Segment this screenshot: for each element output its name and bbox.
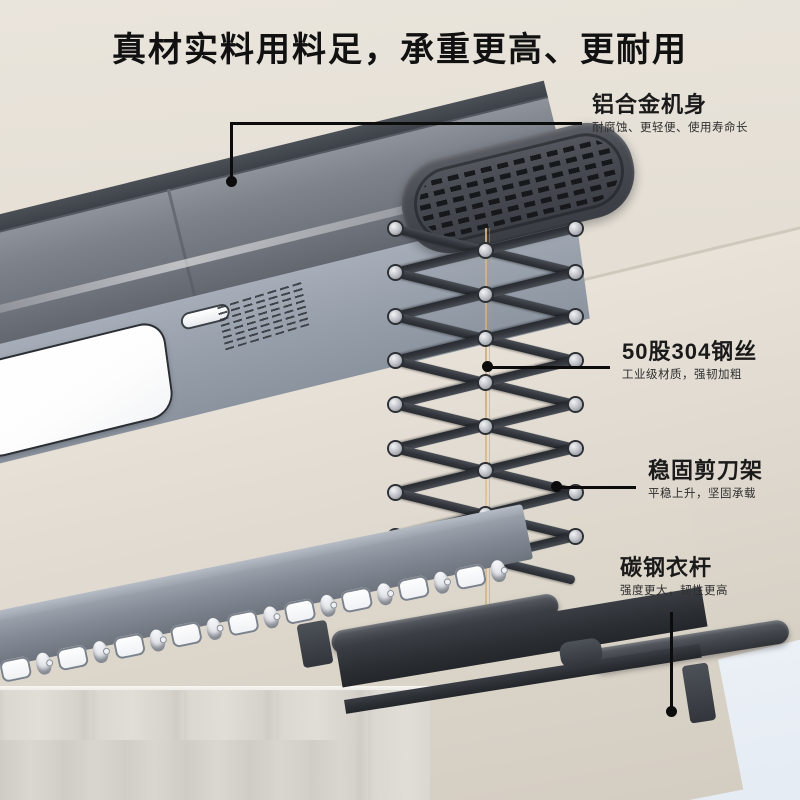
leader-line-steel-wire (488, 366, 610, 369)
scissor-pivot-bolt (479, 244, 492, 257)
rail-rivet (45, 658, 54, 668)
scissor-pivot-bolt (479, 420, 492, 433)
rail-rivet (216, 624, 225, 633)
scissor-pivot-bolt (569, 442, 582, 455)
leader-line-scissor-frame (558, 486, 636, 489)
rail-rivet (102, 647, 111, 656)
scissor-pivot-bolt (569, 354, 582, 367)
rail-hanger-hole (339, 586, 374, 614)
scissor-pivot-bolt (389, 486, 402, 499)
scissor-pivot-bolt (479, 464, 492, 477)
rail-rivet (272, 612, 282, 621)
curtain-panels-lower (0, 740, 340, 800)
leader-line-vertical-aluminum (230, 122, 233, 182)
callout-title: 稳固剪刀架 (648, 458, 764, 483)
scissor-pivot-bolt (389, 222, 402, 235)
callout-title: 铝合金机身 (592, 92, 708, 117)
rail-hanger-hole (453, 562, 488, 591)
scissor-pivot-bolt (389, 354, 402, 367)
page-title: 真材实料用料足，承重更高、更耐用 (112, 31, 688, 69)
leader-line-carbon-rod (670, 612, 673, 712)
scissor-pivot-bolt (389, 310, 402, 323)
leader-dot-scissor-frame (551, 481, 562, 492)
rail-rivet (443, 577, 452, 587)
rail-rivet (500, 566, 509, 575)
callout-title: 碳钢衣杆 (620, 555, 713, 580)
callout-subtitle: 强度更大，韧性更高 (620, 585, 728, 598)
leader-dot-carbon-rod (666, 706, 677, 717)
leader-dot-aluminum (226, 176, 237, 187)
scissor-pivot-bolt (479, 288, 492, 301)
callout-aluminum-body: 铝合金机身 耐腐蚀、更轻便、使用寿命长 (592, 92, 748, 135)
callout-subtitle: 工业级材质，强韧加粗 (622, 369, 742, 382)
rail-hanger-hole (55, 643, 90, 672)
scissor-pivot-bolt (569, 266, 582, 279)
rail-rivet (386, 589, 395, 598)
rail-rivet (329, 600, 338, 610)
scissor-pivot-bolt (569, 398, 582, 411)
callout-carbon-rod: 碳钢衣杆 强度更大，韧性更高 (620, 555, 728, 598)
scissor-pivot-bolt (479, 376, 492, 389)
rail-hanger-hole (0, 655, 33, 684)
rail-hanger-hole (112, 632, 147, 660)
scissor-pivot-bolt (389, 442, 402, 455)
scissor-pivot-bolt (479, 332, 492, 345)
callout-subtitle: 平稳上升，坚固承载 (648, 488, 756, 501)
callout-title: 50股304钢丝 (622, 339, 758, 364)
scissor-pivot-bolt (569, 222, 582, 235)
callout-steel-wire: 50股304钢丝 工业级材质，强韧加粗 (622, 339, 758, 382)
leader-dot-steel-wire (482, 361, 493, 372)
rail-rivet (159, 635, 168, 644)
scissor-pivot-bolt (569, 486, 582, 499)
scissor-pivot-bolt (389, 398, 402, 411)
scissor-pivot-bolt (569, 530, 582, 543)
scissor-pivot-bolt (389, 266, 402, 279)
leader-line-horizontal-aluminum (230, 122, 582, 125)
curtain-top-gap (0, 686, 430, 692)
callout-scissor-frame: 稳固剪刀架 平稳上升，坚固承载 (648, 458, 764, 501)
rail-hanger-hole (396, 574, 431, 603)
rail-hanger-hole (226, 609, 260, 637)
rail-hanger-hole (169, 620, 204, 649)
scissor-pivot-bolt (569, 310, 582, 323)
callout-subtitle: 耐腐蚀、更轻便、使用寿命长 (592, 122, 748, 135)
